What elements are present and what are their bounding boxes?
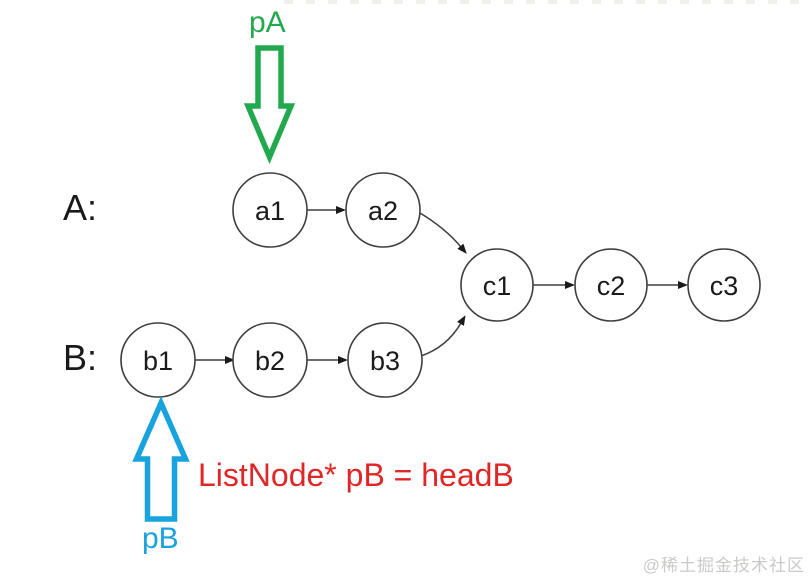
watermark-text: @稀土掘金技术社区 <box>642 556 805 575</box>
node-a2-circle <box>345 172 421 248</box>
code-annotation: ListNode* pB = headB <box>198 457 514 493</box>
node-b1-circle <box>120 322 196 398</box>
node-a1-circle <box>232 172 308 248</box>
node-c1-circle <box>460 248 534 322</box>
node-c1-label: c1 <box>483 271 512 301</box>
edge-a2-c1 <box>419 212 467 254</box>
pointer-a-down-arrow-icon <box>243 45 296 165</box>
edge-b3-c1 <box>420 315 466 357</box>
pointer-b-label: pB <box>142 522 179 555</box>
node-c2-label: c2 <box>597 271 626 301</box>
pointer-b-up-arrow-icon <box>132 396 190 522</box>
node-b2-circle <box>232 322 308 398</box>
node-c3-label: c3 <box>710 271 739 301</box>
node-a2-label: a2 <box>368 196 398 226</box>
node-b3-circle <box>347 322 423 398</box>
node-c2-circle <box>574 248 648 322</box>
node-a1-label: a1 <box>255 196 285 226</box>
pointer-a-label: pA <box>249 6 286 39</box>
list-a-label: A: <box>63 187 98 228</box>
node-b2-label: b2 <box>255 346 285 376</box>
list-b-label: B: <box>63 337 98 378</box>
node-c3-circle <box>687 248 761 322</box>
node-b1-label: b1 <box>143 346 173 376</box>
node-b3-label: b3 <box>370 346 400 376</box>
cropped-watermark-row <box>284 0 809 4</box>
